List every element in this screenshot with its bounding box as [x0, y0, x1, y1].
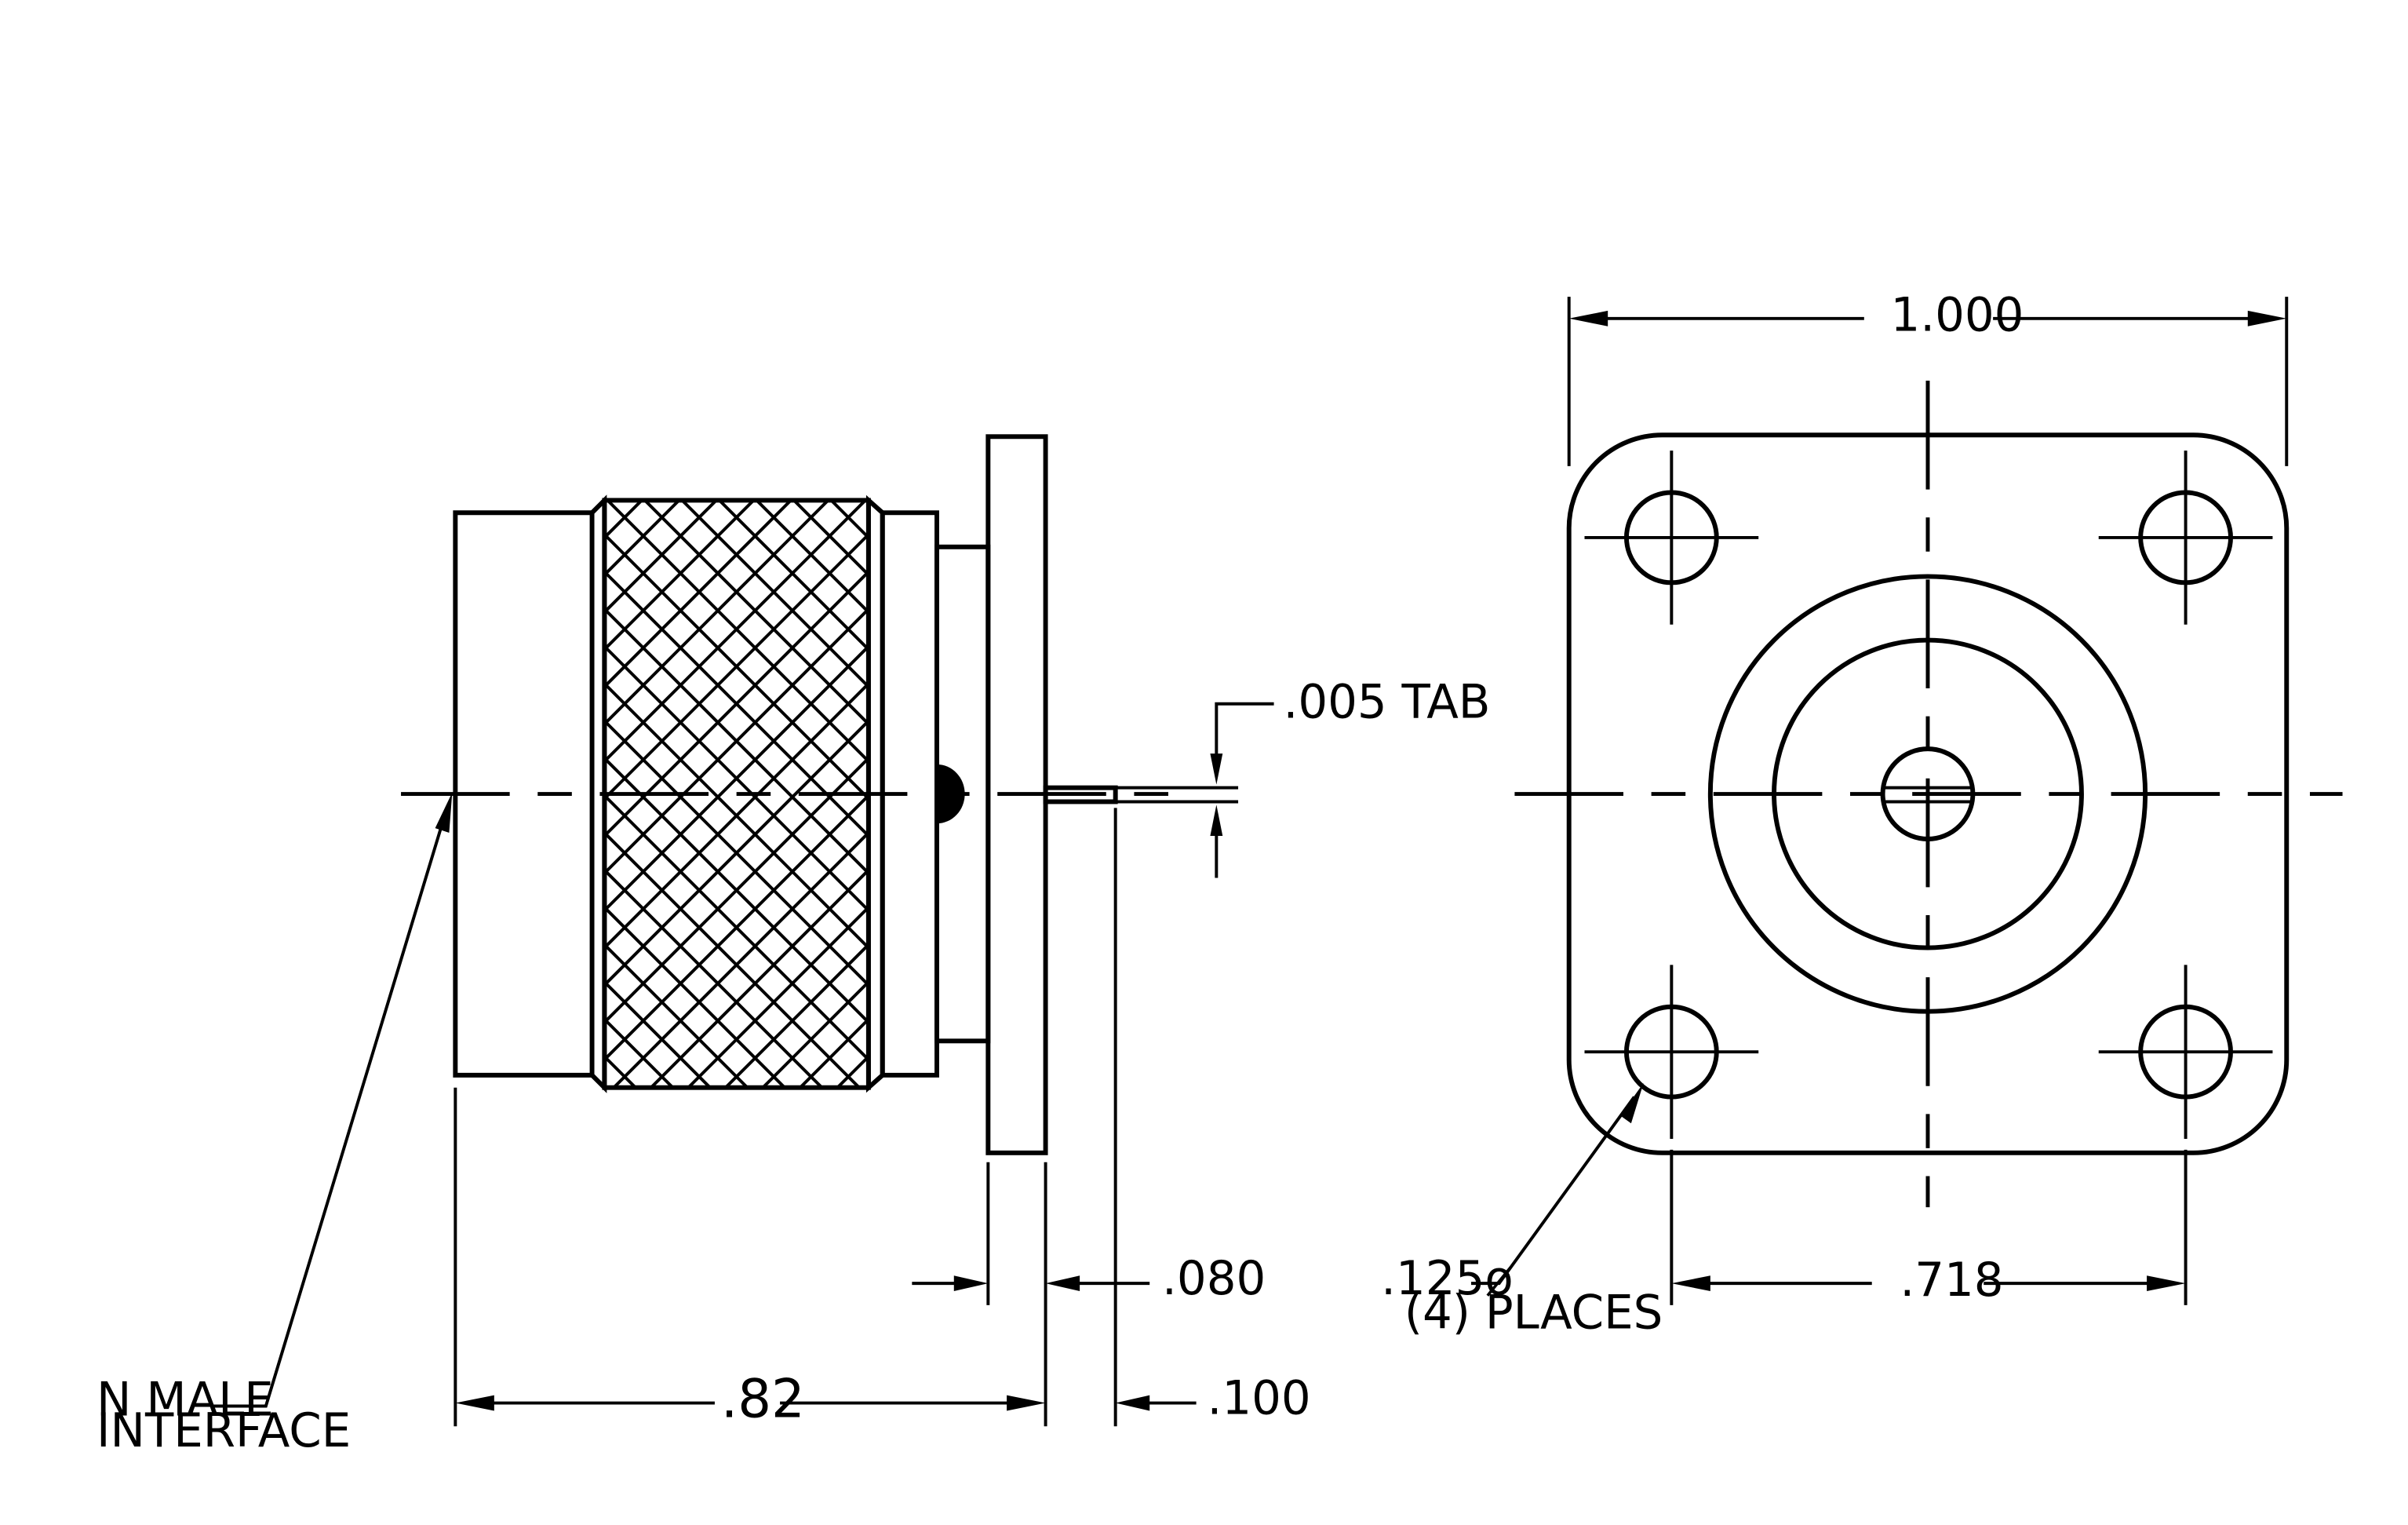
hole-spacing-dimension: .718: [1900, 1253, 2003, 1308]
side-dimensions: .005 TAB .080 .82 .100 N MALE INTERFACE: [97, 676, 1490, 1458]
knurl-line: [723, 943, 869, 1088]
knurl-line: [611, 831, 869, 1088]
knurled-section: [602, 494, 885, 1470]
hole-diameter-label: .125ø: [1381, 1252, 1514, 1306]
knurl-line: [604, 980, 712, 1088]
knurl-line: [604, 571, 869, 837]
knurl-line: [604, 1018, 676, 1088]
knurl-line: [792, 500, 869, 576]
mounting-hole-bottom-right: [2098, 965, 2273, 1140]
knurl-line: [604, 1094, 869, 1359]
knurl-line: [604, 500, 831, 725]
knurl-line: [648, 869, 869, 1088]
knurl-line: [835, 1055, 869, 1088]
flange-thickness-dimension: .080: [1162, 1252, 1266, 1306]
mounting-hole-top-right: [2098, 451, 2273, 625]
mounting-hole-bottom-left: [1584, 965, 1759, 1140]
knurl-line: [604, 1206, 869, 1470]
knurl-line: [604, 682, 869, 949]
knurl-line: [798, 1018, 869, 1088]
knurl-line: [604, 500, 719, 614]
knurl-line: [604, 720, 869, 987]
tab-label: .005 TAB: [1283, 676, 1490, 730]
knurl-line: [604, 794, 869, 1061]
front-view: [1514, 380, 2343, 1208]
interface-label-line2: INTERFACE: [97, 1404, 351, 1458]
knurl-line: [604, 1055, 638, 1088]
knurl-line: [866, 500, 869, 502]
knurl-line: [760, 980, 869, 1088]
knurl-line: [604, 500, 607, 502]
side-view: [401, 434, 1181, 1470]
knurl-line: [686, 906, 869, 1088]
knurl-line: [604, 1131, 869, 1395]
knurl-line: [604, 757, 869, 1023]
knurl-line: [604, 500, 793, 688]
knurl-line: [754, 500, 869, 614]
overall-width-dimension: 1.000: [1890, 289, 2024, 343]
knurl-line: [604, 533, 869, 800]
tab-length-dimension: .100: [1207, 1371, 1310, 1425]
interface-label-line1: N MALE: [97, 1373, 274, 1427]
knurl-line: [604, 1131, 869, 1395]
knurl-line: [604, 1094, 869, 1359]
mounting-hole-top-left: [1584, 451, 1759, 625]
hole-places-label: (4) PLACES: [1404, 1286, 1663, 1341]
body-length-dimension: .82: [721, 1368, 805, 1429]
knurl-line: [604, 1206, 869, 1470]
knurl-line: [604, 645, 869, 912]
front-dimensions: 1.000 .718 .125ø (4) PLACES: [1381, 289, 2289, 1341]
knurl-line: [604, 500, 682, 576]
knurl-line: [604, 607, 869, 874]
knurl-line: [604, 500, 868, 763]
knurl-line: [604, 500, 756, 651]
